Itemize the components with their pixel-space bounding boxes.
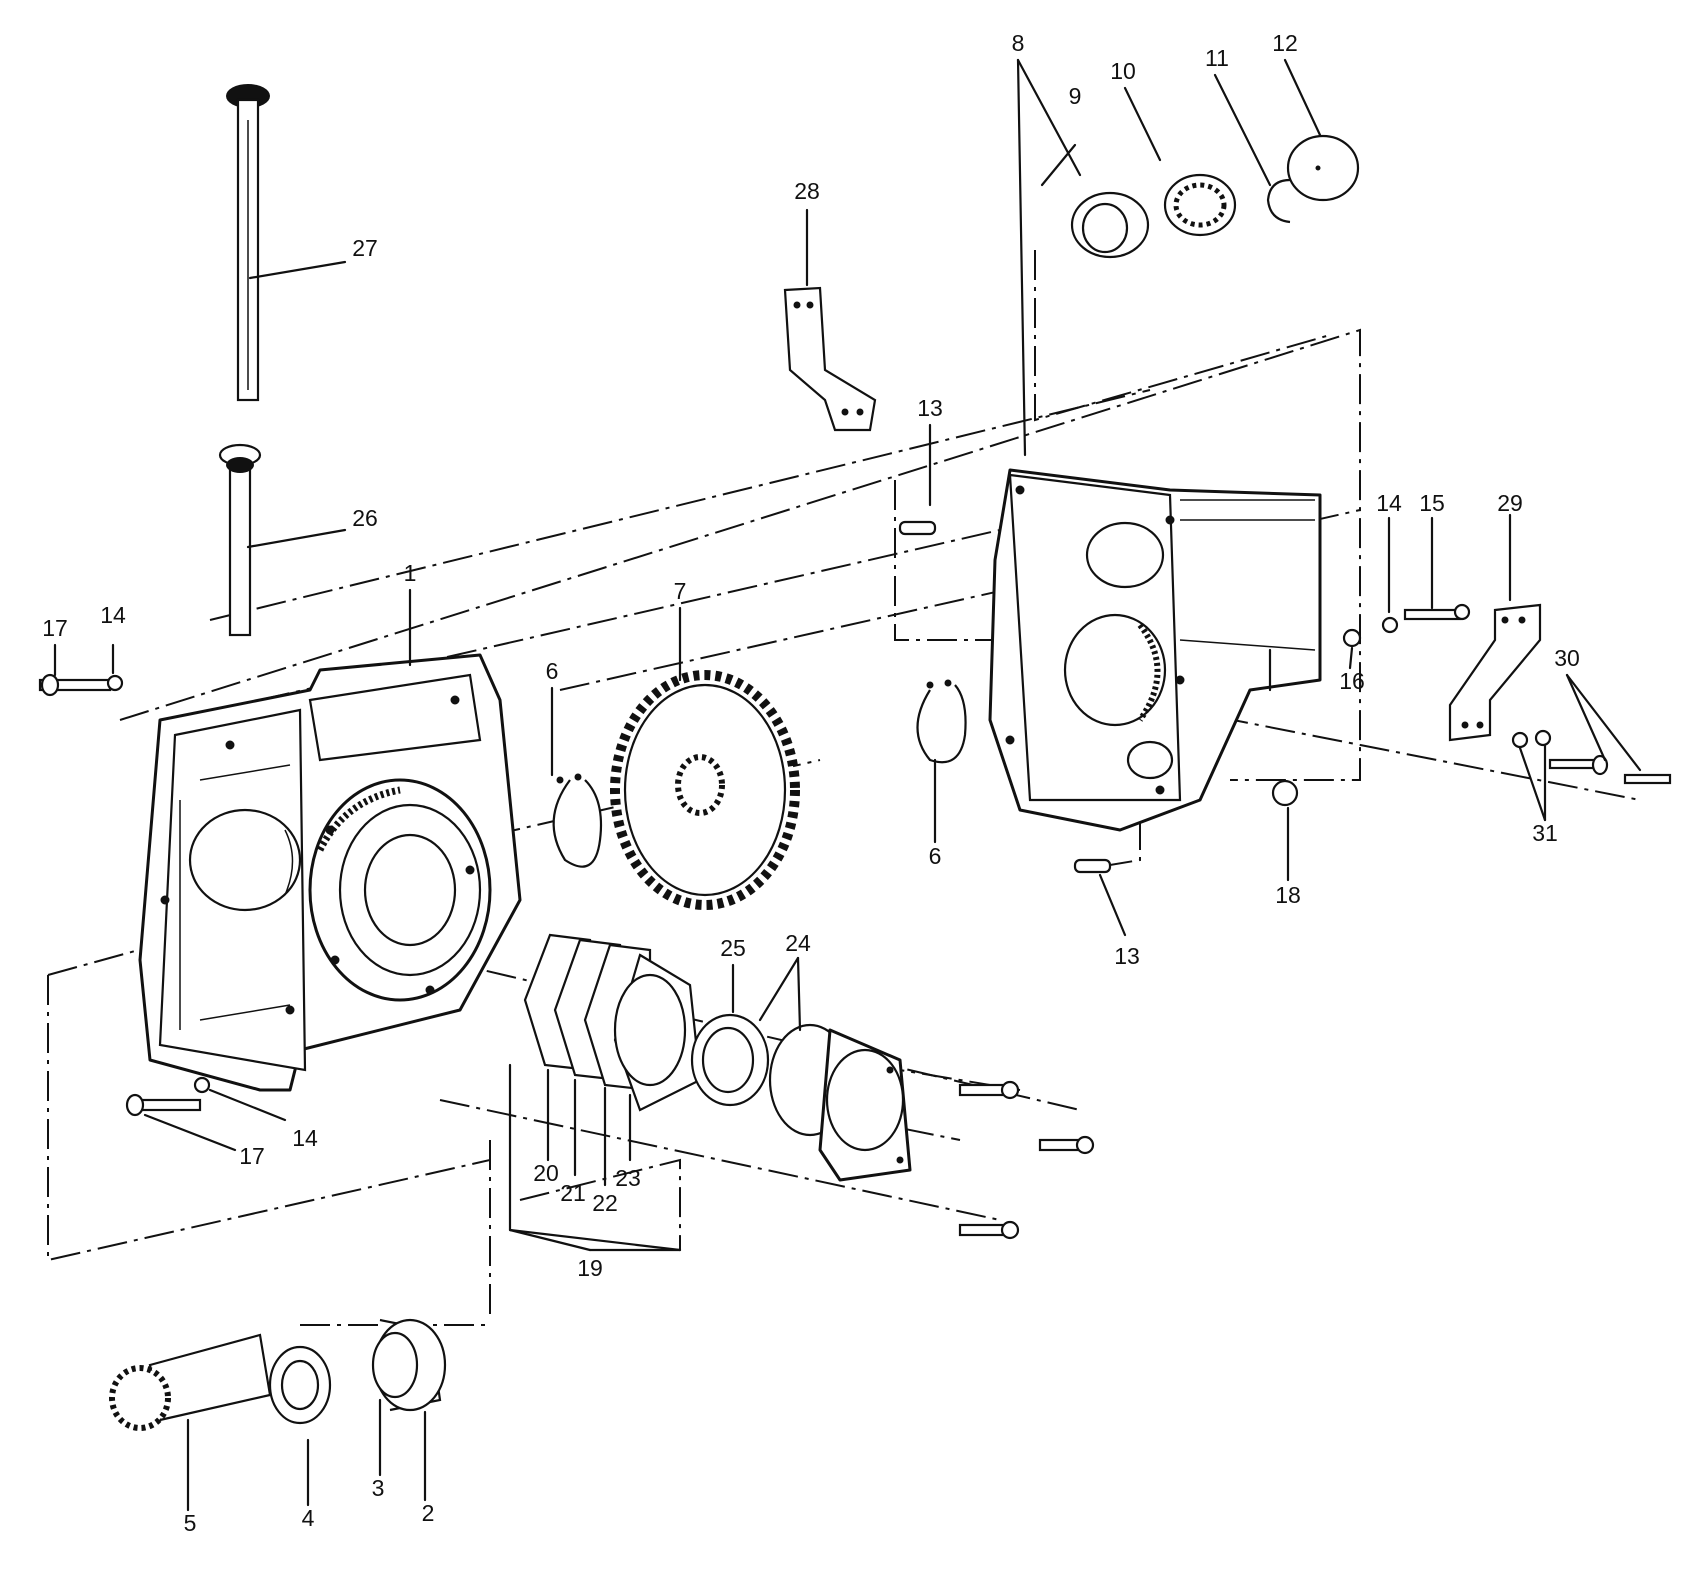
bolt-17-lower [125, 1076, 211, 1117]
leader-lines [53, 58, 1642, 1512]
callout-14a: 14 [100, 602, 126, 628]
callout-14c: 14 [1376, 490, 1402, 516]
callout-13b: 13 [1114, 943, 1140, 969]
bearing-cover-24 [768, 1023, 912, 1182]
callout-4: 4 [302, 1505, 315, 1531]
pinion-shaft-5 [109, 1333, 272, 1431]
callout-12: 12 [1272, 30, 1298, 56]
callout-18: 18 [1275, 882, 1301, 908]
callout-10: 10 [1110, 58, 1136, 84]
snap-ring-6-left [552, 773, 603, 868]
bearing-cone-4 [268, 1345, 332, 1425]
main-housing [138, 653, 522, 1092]
snap-ring-6-right [916, 679, 967, 764]
bolts-30-31 [1511, 729, 1672, 785]
callout-22: 22 [592, 1190, 618, 1216]
callout-3: 3 [372, 1475, 385, 1501]
bracket-28 [783, 286, 877, 432]
callout-labels: 1 2 3 4 5 6 6 7 8 9 10 11 12 13 13 14 14… [42, 30, 1580, 1536]
callout-15: 15 [1419, 490, 1445, 516]
cover-disc-12 [1286, 134, 1360, 202]
callout-11: 11 [1205, 45, 1229, 71]
callout-19: 19 [577, 1255, 603, 1281]
bearing-cup-2-3 [371, 1318, 447, 1412]
callout-29: 29 [1497, 490, 1523, 516]
callout-23: 23 [615, 1165, 641, 1191]
callout-8: 8 [1012, 30, 1025, 56]
shim-pack-19 [523, 933, 702, 1112]
callout-20: 20 [533, 1160, 559, 1186]
callout-6b: 6 [929, 843, 942, 869]
callout-30: 30 [1554, 645, 1580, 671]
pin-13-upper [898, 520, 937, 536]
callout-25: 25 [720, 935, 746, 961]
bolt-15 [1342, 603, 1471, 648]
rear-housing [988, 468, 1322, 832]
callout-16: 16 [1339, 668, 1365, 694]
callout-5: 5 [184, 1510, 197, 1536]
callout-28: 28 [794, 178, 820, 204]
callout-13a: 13 [917, 395, 943, 421]
plug-18 [1271, 779, 1299, 807]
callout-27: 27 [352, 235, 378, 261]
callout-2: 2 [422, 1500, 435, 1526]
bearing-cup-25 [690, 1013, 770, 1107]
bracket-29 [1448, 603, 1542, 742]
callout-26: 26 [352, 505, 378, 531]
shift-rod-27 [226, 84, 270, 402]
callout-1: 1 [404, 560, 417, 586]
callout-24: 24 [785, 930, 811, 956]
callout-17b: 17 [239, 1143, 265, 1169]
callout-21: 21 [560, 1180, 586, 1206]
pin-13-lower [1073, 858, 1112, 874]
shift-rod-26 [218, 443, 262, 637]
callout-14b: 14 [292, 1125, 318, 1151]
callout-7: 7 [674, 578, 687, 604]
bearing-cup-9 [1070, 191, 1150, 259]
callout-31: 31 [1532, 820, 1558, 846]
callout-9: 9 [1069, 83, 1082, 109]
callout-6a: 6 [546, 658, 559, 684]
callout-17a: 17 [42, 615, 68, 641]
bolt-17-upper [38, 673, 124, 697]
bearing-cone-10 [1163, 173, 1237, 237]
retaining-ring-11 [1266, 178, 1291, 224]
gear-7 [610, 670, 800, 910]
cover-bolts [958, 1080, 1095, 1240]
